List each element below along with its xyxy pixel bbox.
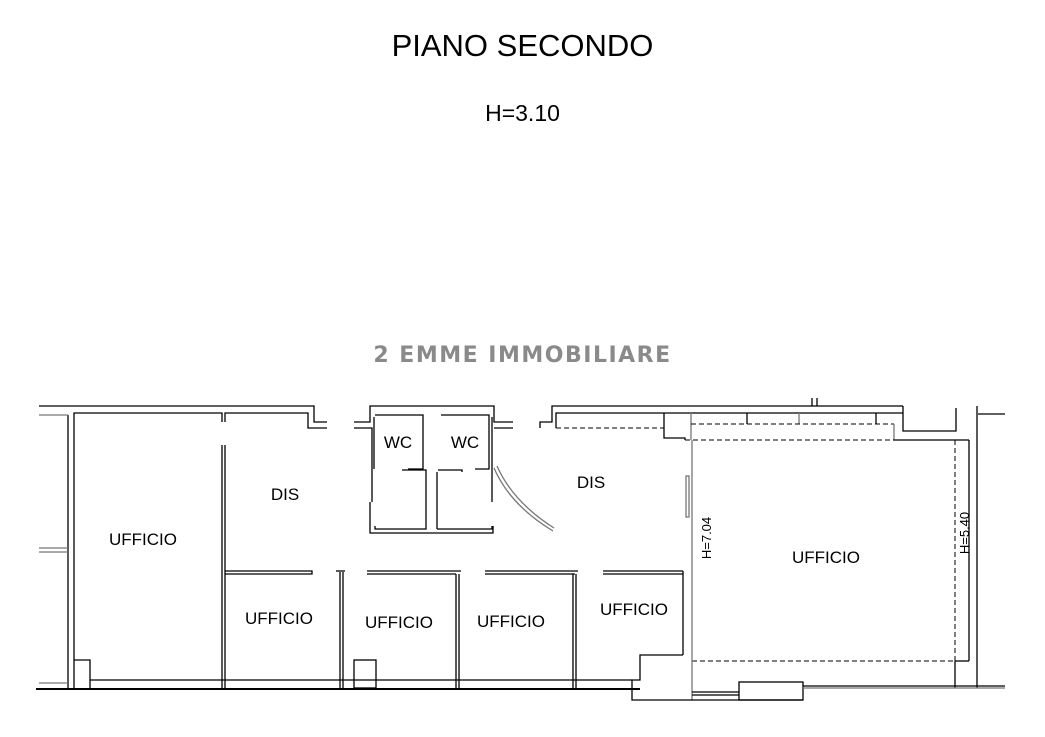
walls: [36, 398, 1005, 701]
room-label-ufficio-1: UFFICIO: [245, 609, 313, 628]
room-label-dis-right: DIS: [577, 473, 605, 492]
floor-height: H=3.10: [485, 100, 560, 126]
room-label-wc-1: WC: [384, 433, 412, 452]
room-label-dis-left: DIS: [271, 485, 299, 504]
dimension-label-h540: H=5.40: [957, 512, 972, 554]
plan-title: PIANO SECONDO: [391, 28, 654, 63]
room-label-wc-2: WC: [451, 433, 479, 452]
room-label-ufficio-2: UFFICIO: [365, 613, 433, 632]
dimension-label-h704: H=7.04: [699, 517, 714, 559]
watermark: 2 EMME IMMOBILIARE: [373, 343, 672, 368]
room-label-ufficio-4: UFFICIO: [600, 600, 668, 619]
room-label-ufficio-large: UFFICIO: [792, 548, 860, 567]
room-label-ufficio-left: UFFICIO: [109, 530, 177, 549]
room-label-ufficio-3: UFFICIO: [477, 612, 545, 631]
